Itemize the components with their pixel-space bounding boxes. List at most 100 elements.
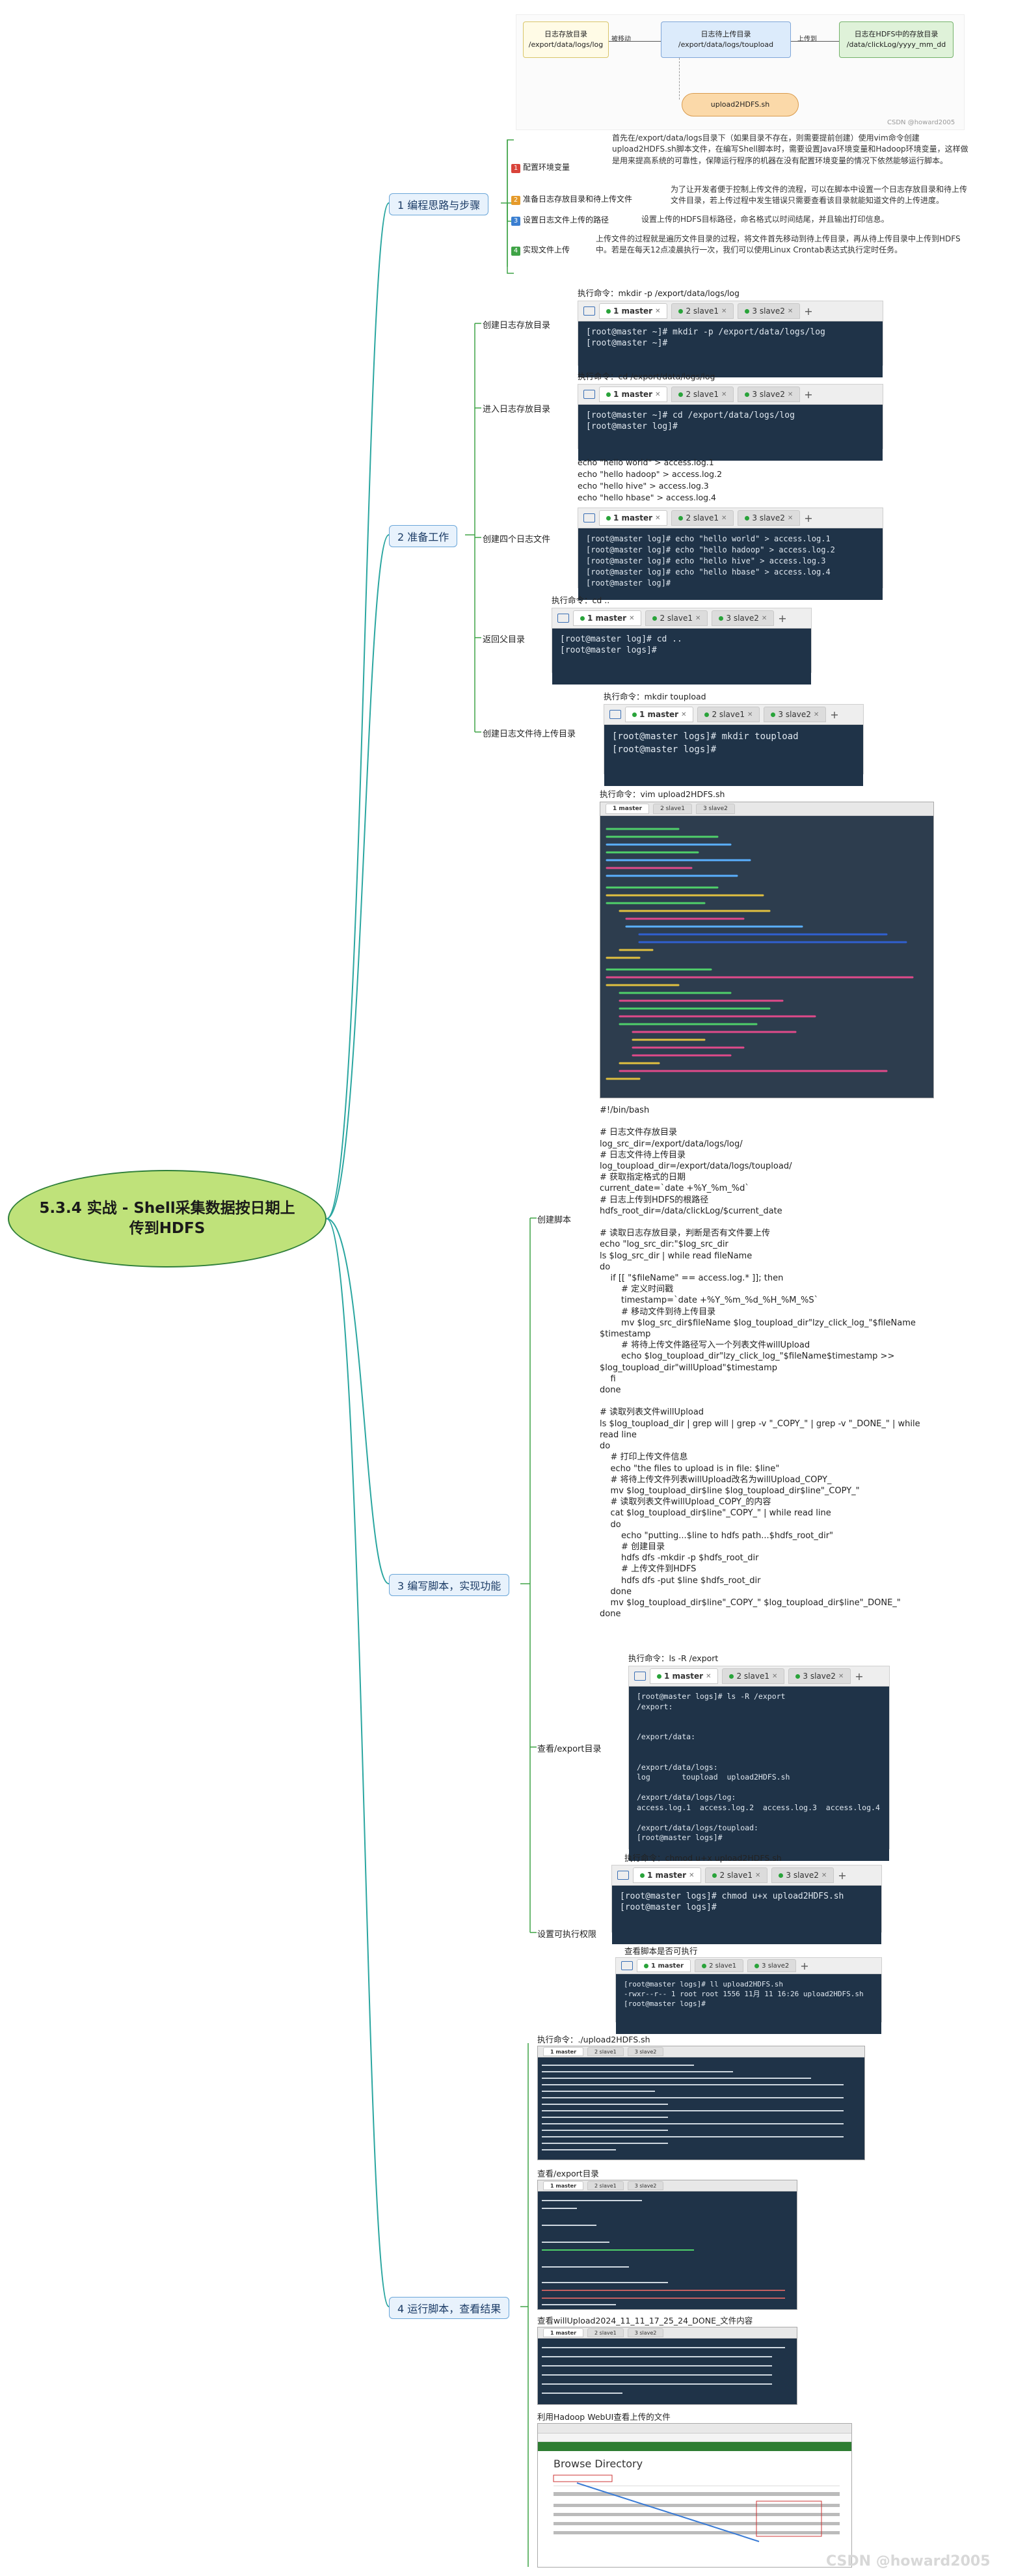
- close-icon[interactable]: ✕: [655, 514, 661, 522]
- flow-box-log-title: 日志存放目录: [544, 29, 587, 38]
- tab-master[interactable]: 1 master: [637, 1959, 691, 1972]
- tab-slave2[interactable]: 3 slave2: [627, 2181, 664, 2190]
- tab-slave1[interactable]: 2 slave1: [695, 1959, 744, 1972]
- folder-icon[interactable]: [617, 1871, 629, 1880]
- terminal-ls[interactable]: 1 master✕ 2 slave1✕ 3 slave2✕ + [root@ma…: [628, 1666, 890, 1861]
- tab-slave1[interactable]: 2 slave1✕: [697, 707, 760, 722]
- close-icon[interactable]: ✕: [813, 711, 820, 718]
- tab-slave1[interactable]: 2 slave1: [587, 2181, 624, 2190]
- tab-master-label: 1 master: [613, 513, 653, 522]
- close-icon[interactable]: ✕: [655, 390, 661, 398]
- tab-master[interactable]: 1 master✕: [625, 707, 694, 722]
- close-icon[interactable]: ✕: [787, 514, 794, 522]
- tab-slave2[interactable]: 3 slave2: [627, 2328, 664, 2337]
- folder-icon[interactable]: [621, 1961, 633, 1970]
- tab-slave1[interactable]: 2 slave1✕: [645, 610, 708, 626]
- tab-slave2[interactable]: 3 slave2✕: [738, 510, 801, 526]
- folder-icon[interactable]: [634, 1672, 646, 1681]
- close-icon[interactable]: ✕: [721, 390, 727, 398]
- tab-slave1[interactable]: 2 slave1✕: [671, 386, 734, 402]
- branch-4[interactable]: 4 运行脚本，查看结果: [389, 2297, 510, 2319]
- tab-master[interactable]: 1 master✕: [599, 303, 668, 319]
- close-icon[interactable]: ✕: [655, 307, 661, 315]
- tab-master[interactable]: 1 master: [543, 2047, 584, 2056]
- prep-echo-cmds: echo "hello world" > access.log.1 echo "…: [578, 457, 722, 504]
- close-icon[interactable]: ✕: [761, 614, 767, 622]
- close-icon[interactable]: ✕: [681, 711, 687, 718]
- terminal-toupload[interactable]: 1 master✕ 2 slave1✕ 3 slave2✕ + [root@ma…: [604, 704, 864, 786]
- close-icon[interactable]: ✕: [838, 1672, 844, 1680]
- close-icon[interactable]: ✕: [629, 614, 635, 622]
- tab-master[interactable]: 1 master: [543, 2328, 584, 2337]
- close-icon[interactable]: ✕: [787, 307, 794, 315]
- tab-slave1[interactable]: 2 slave1: [587, 2328, 624, 2337]
- root-topic[interactable]: 5.3.4 实战 - Shell采集数据按日期上传到HDFS: [8, 1170, 327, 1268]
- tab-master[interactable]: 1 master✕: [599, 510, 668, 526]
- close-icon[interactable]: ✕: [821, 1871, 827, 1879]
- terminal-cdup[interactable]: 1 master✕ 2 slave1✕ 3 slave2✕ + [root@ma…: [552, 608, 812, 685]
- terminal-tabbar: 1 master✕ 2 slave1✕ 3 slave2✕ +: [604, 705, 863, 725]
- tab-slave1[interactable]: 2 slave1✕: [671, 303, 734, 319]
- branch-3[interactable]: 3 编写脚本，实现功能: [389, 1574, 510, 1596]
- close-icon[interactable]: ✕: [754, 1871, 761, 1879]
- tab-slave2[interactable]: 3 slave2✕: [771, 1867, 834, 1883]
- tab-slave1[interactable]: 2 slave1✕: [671, 510, 734, 526]
- terminal-ll[interactable]: 1 master 2 slave1 3 slave2 + [root@maste…: [615, 1957, 882, 2034]
- flow-box-toupload: 日志待上传目录 /export/data/logs/toupload: [661, 21, 791, 58]
- close-icon[interactable]: ✕: [695, 614, 701, 622]
- tab-master-label: 1 master: [613, 390, 653, 399]
- tab-slave2[interactable]: 3 slave2✕: [712, 610, 775, 626]
- folder-icon[interactable]: [609, 710, 621, 719]
- prep-cd-label: 进入日志存放目录: [483, 405, 551, 414]
- tab-slave2[interactable]: 3 slave2✕: [738, 386, 801, 402]
- terminal-output: [root@master log]# cd .. [root@master lo…: [552, 629, 811, 685]
- status-dot-icon: [580, 616, 585, 621]
- add-tab-icon[interactable]: +: [778, 612, 787, 625]
- add-tab-icon[interactable]: +: [838, 1869, 847, 1882]
- tab-master[interactable]: 1 master✕: [650, 1668, 719, 1684]
- folder-icon[interactable]: [583, 306, 595, 316]
- close-icon[interactable]: ✕: [721, 514, 727, 522]
- tab-master[interactable]: 1 master✕: [633, 1867, 702, 1883]
- tab-slave2[interactable]: 3 slave2✕: [764, 707, 827, 722]
- folder-icon[interactable]: [557, 614, 569, 623]
- tab-slave2[interactable]: 3 slave2✕: [738, 303, 801, 319]
- tab-slave2[interactable]: 3 slave2: [747, 1959, 797, 1972]
- folder-icon[interactable]: [583, 513, 595, 522]
- tab-slave2[interactable]: 3 slave2: [627, 2047, 664, 2056]
- add-tab-icon[interactable]: +: [800, 1959, 809, 1972]
- add-tab-icon[interactable]: +: [830, 708, 839, 721]
- flow-script-label: upload2HDFS.sh: [710, 100, 770, 109]
- add-tab-icon[interactable]: +: [804, 388, 813, 401]
- tab-master[interactable]: 1 master✕: [599, 386, 668, 402]
- tab-slave1-label: 2 slave1: [660, 614, 693, 623]
- close-icon[interactable]: ✕: [771, 1672, 778, 1680]
- add-tab-icon[interactable]: +: [804, 305, 813, 318]
- add-tab-icon[interactable]: +: [855, 1670, 864, 1683]
- terminal-output: [root@master logs]# ll upload2HDFS.sh -r…: [616, 1974, 881, 2034]
- add-tab-icon[interactable]: +: [804, 511, 813, 524]
- close-icon[interactable]: ✕: [706, 1672, 712, 1680]
- prep-cdup-label: 返回父目录: [483, 635, 526, 645]
- close-icon[interactable]: ✕: [721, 307, 727, 315]
- tab-master[interactable]: 1 master: [543, 2181, 584, 2190]
- close-icon[interactable]: ✕: [787, 390, 794, 398]
- tab-master[interactable]: 1 master: [606, 804, 650, 814]
- branch-2[interactable]: 2 准备工作: [389, 525, 458, 547]
- tab-slave1[interactable]: 2 slave1: [653, 804, 692, 814]
- terminal-chmod[interactable]: 1 master✕ 2 slave1✕ 3 slave2✕ + [root@ma…: [611, 1865, 882, 1944]
- echo-cmd-2: echo "hello hadoop" > access.log.2: [578, 469, 723, 479]
- tab-slave1[interactable]: 2 slave1✕: [705, 1867, 768, 1883]
- terminal-echo[interactable]: 1 master✕ 2 slave1✕ 3 slave2✕ + [root@ma…: [578, 508, 883, 600]
- terminal-cd[interactable]: 1 master✕ 2 slave1✕ 3 slave2✕ + [root@ma…: [578, 384, 883, 461]
- terminal-mkdir[interactable]: 1 master✕ 2 slave1✕ 3 slave2✕ + [root@ma…: [578, 301, 883, 377]
- branch-1[interactable]: 1 编程思路与步骤: [389, 193, 489, 215]
- tab-slave1[interactable]: 2 slave1✕: [722, 1668, 785, 1684]
- close-icon[interactable]: ✕: [689, 1871, 695, 1879]
- tab-master[interactable]: 1 master✕: [573, 610, 642, 626]
- close-icon[interactable]: ✕: [747, 711, 753, 718]
- tab-slave2[interactable]: 3 slave2✕: [788, 1668, 851, 1684]
- folder-icon[interactable]: [583, 390, 595, 399]
- tab-slave1[interactable]: 2 slave1: [587, 2047, 624, 2056]
- tab-slave2[interactable]: 3 slave2: [695, 804, 735, 814]
